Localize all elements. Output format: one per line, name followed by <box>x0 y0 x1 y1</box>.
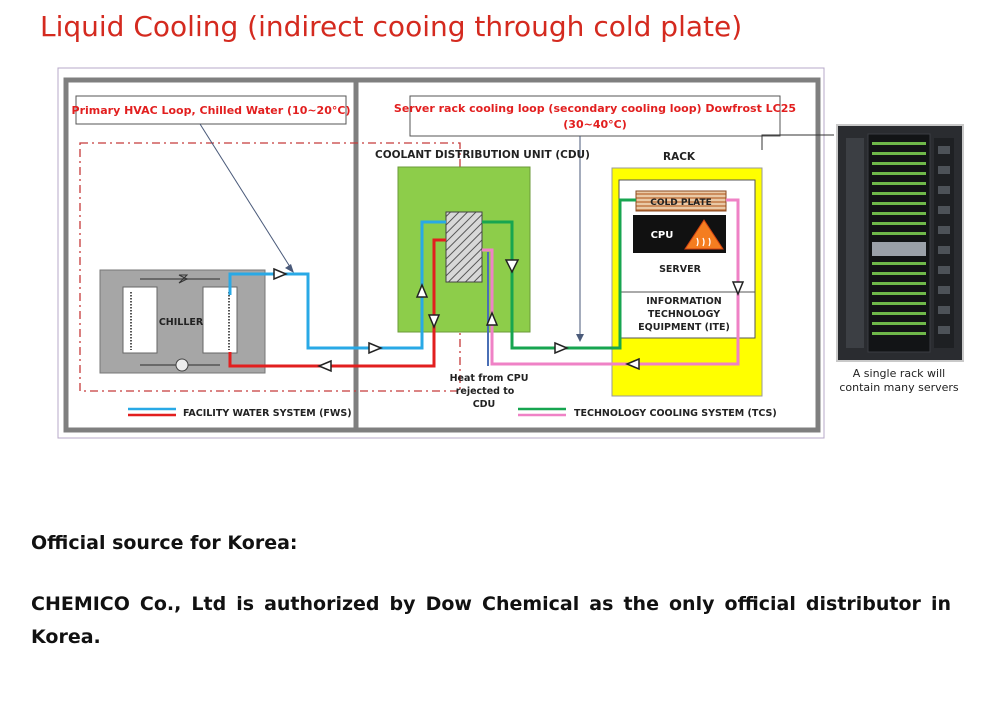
ite-line-1: INFORMATION <box>646 296 722 307</box>
heat-waves-icon <box>696 237 711 247</box>
flow-arrow-6 <box>504 259 520 274</box>
cpu-label: CPU <box>651 230 674 241</box>
flow-arrow-2 <box>368 341 383 355</box>
heat-text-1: Heat from CPU <box>450 373 529 384</box>
primary-loop-label: Primary HVAC Loop, Chilled Water (10~20°… <box>72 104 351 117</box>
ite-line-3: EQUIPMENT (ITE) <box>638 322 730 333</box>
heat-exchanger <box>445 211 483 283</box>
flow-arrow-5 <box>427 314 441 329</box>
cooling-diagram: Primary HVAC Loop, Chilled Water (10~20°… <box>57 67 834 439</box>
chiller-coil-right <box>202 286 238 354</box>
page-title: Liquid Cooling (indirect cooing through … <box>40 10 743 43</box>
primary-pointer-head <box>285 264 294 273</box>
primary-pointer <box>199 123 293 271</box>
server-rack-photo <box>836 124 964 362</box>
flow-arrow-7 <box>485 311 499 326</box>
flow-arrow-1 <box>273 267 288 281</box>
heat-text-3: CDU <box>473 399 496 410</box>
expansion-valve-icon <box>178 274 189 284</box>
flow-arrow-9 <box>625 357 640 371</box>
heat-warning-icon <box>684 219 724 250</box>
source-heading: Official source for Korea: <box>31 532 298 554</box>
flow-arrow-8 <box>554 341 569 355</box>
rack-caption: A single rack will contain many servers <box>839 367 959 394</box>
flow-arrow-10 <box>731 281 745 296</box>
tcs-pink-pipe <box>482 198 740 366</box>
fws-blue-pipe <box>228 220 446 350</box>
ite-line-2: TECHNOLOGY <box>648 309 720 320</box>
heat-text-2: rejected to <box>456 386 515 397</box>
secondary-loop-label: Server rack cooling loop (secondary cool… <box>394 102 796 115</box>
chiller-label: CHILLER <box>159 317 204 328</box>
ite-box <box>618 291 756 339</box>
flow-arrow-4 <box>415 283 429 298</box>
chiller-coil-left <box>122 286 158 354</box>
secondary-loop-callout <box>409 95 781 137</box>
server-label: SERVER <box>659 264 701 275</box>
cdu-label: COOLANT DISTRIBUTION UNIT (CDU) <box>375 149 590 161</box>
fws-red-pipe <box>228 238 446 368</box>
cold-plate-label: COLD PLATE <box>650 198 711 208</box>
compressor-icon <box>175 358 189 372</box>
fws-legend-label: FACILITY WATER SYSTEM (FWS) <box>183 408 352 419</box>
secondary-loop-temp: (30~40°C) <box>563 118 626 131</box>
secondary-pointer-head <box>576 334 584 342</box>
rack-label: RACK <box>663 151 696 163</box>
rack-pointer <box>761 134 834 150</box>
frame-right <box>353 77 821 433</box>
tcs-legend-label: TECHNOLOGY COOLING SYSTEM (TCS) <box>574 408 777 419</box>
source-body: CHEMICO Co., Ltd is authorized by Dow Ch… <box>31 593 951 648</box>
flow-arrow-3 <box>317 359 332 373</box>
primary-loop-callout <box>75 95 347 125</box>
